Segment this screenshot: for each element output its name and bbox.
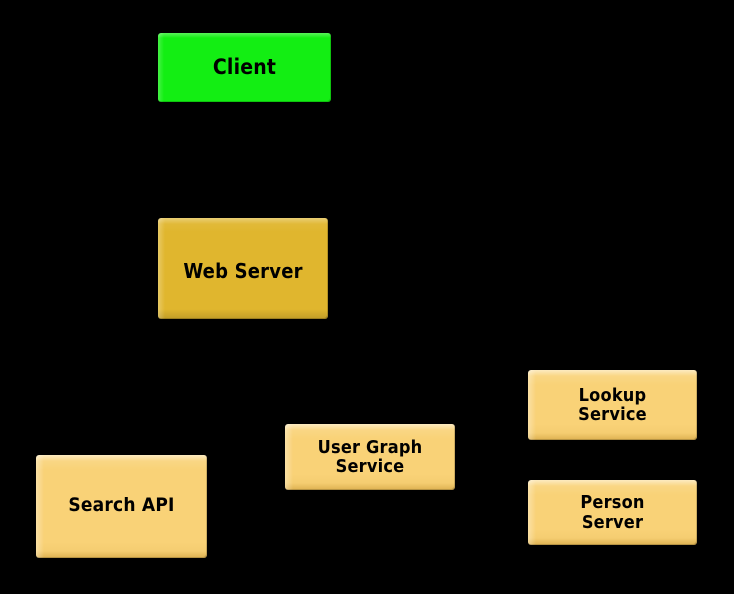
- node-lookup-service[interactable]: Lookup Service: [528, 370, 697, 440]
- node-label-person-server: Person Server: [580, 492, 645, 533]
- node-label-user-graph-service: User Graph Service: [317, 436, 423, 477]
- node-label-web-server: Web Server: [183, 258, 303, 283]
- node-label-lookup-service: Lookup Service: [578, 384, 647, 425]
- node-label-client: Client: [212, 55, 277, 80]
- node-user-graph-service[interactable]: User Graph Service: [285, 424, 455, 490]
- node-search-api[interactable]: Search API: [36, 455, 207, 558]
- node-web-server[interactable]: Web Server: [158, 218, 328, 319]
- node-client[interactable]: Client: [158, 33, 331, 102]
- node-label-search-api: Search API: [68, 494, 175, 517]
- node-person-server[interactable]: Person Server: [528, 480, 697, 545]
